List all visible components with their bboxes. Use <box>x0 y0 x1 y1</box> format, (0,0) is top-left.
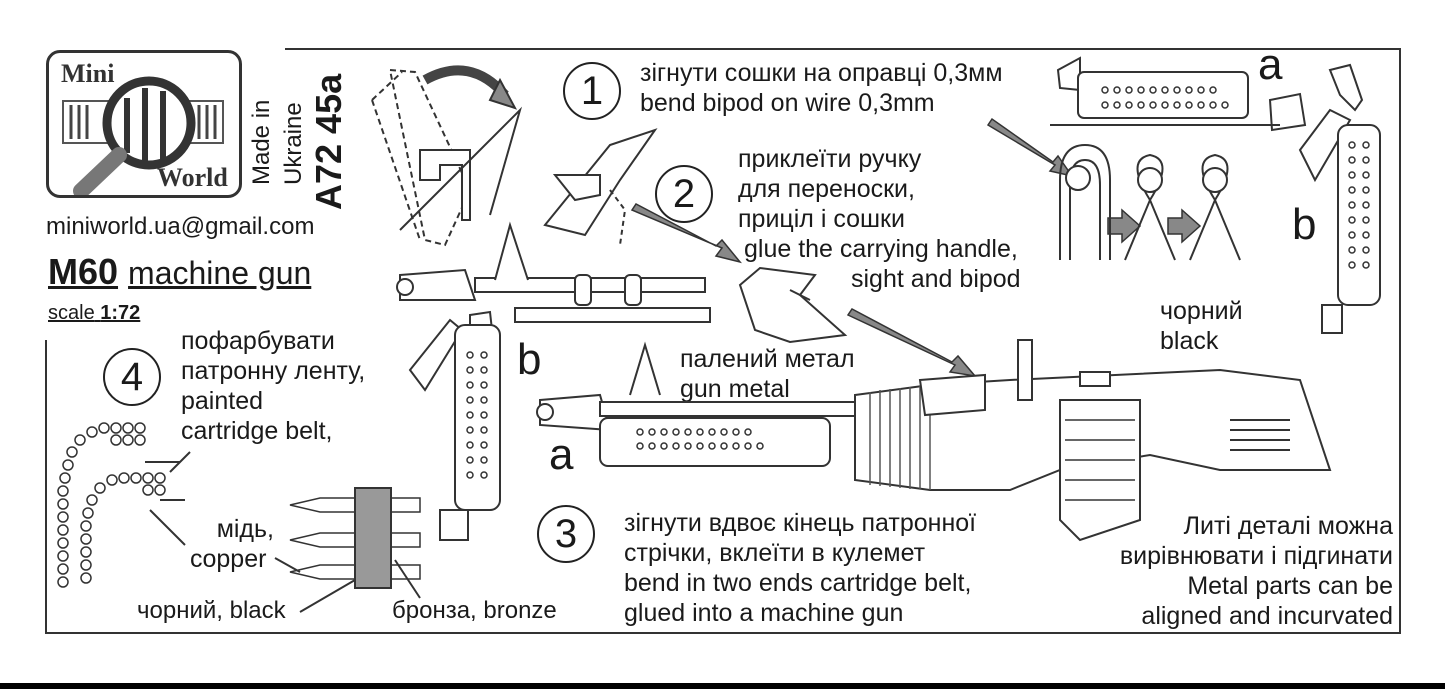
gunmetal-label: палений метал gun metal <box>680 344 855 404</box>
part-label-a-top: a <box>1258 40 1283 89</box>
email: miniworld.ua@gmail.com <box>46 213 315 240</box>
step-3-line: bend in two ends cartridge belt, <box>624 569 972 597</box>
step-2-line: glue the carrying handle, <box>744 235 1018 263</box>
step-4-text: пофарбувати патронну ленту, painted cart… <box>181 326 365 446</box>
part-label-b-center: b <box>517 335 542 384</box>
gunmetal-line: палений метал <box>680 345 855 373</box>
bronze-label: бронза, bronze <box>392 597 557 624</box>
step-4-line: painted <box>181 387 264 415</box>
logo-word-mini: Mini <box>61 59 115 88</box>
copper-line: мідь, <box>216 515 274 543</box>
black-label: чорний black <box>1160 296 1243 356</box>
title-rest: machine gun <box>128 255 312 291</box>
part-label-a-center: a <box>549 430 574 479</box>
note-line: Литі деталі можна <box>1183 512 1393 540</box>
step-1-line: bend bipod on wire 0,3mm <box>640 89 935 117</box>
step-4-line: патронну ленту, <box>181 357 366 385</box>
magnifier-icon <box>62 76 224 195</box>
step-3-line: glued into a machine gun <box>624 599 904 627</box>
step-3-number: 3 <box>537 505 595 563</box>
step-3-line: стрічки, вклеїти в кулемет <box>624 539 926 567</box>
step-4-number: 4 <box>103 348 161 406</box>
part-label-b-right: b <box>1292 200 1317 249</box>
black-small-label: чорний, black <box>137 597 286 624</box>
logo-word-world: World <box>157 163 228 192</box>
step-1-line: зігнути сошки на оправці 0,3мм <box>640 59 1003 87</box>
step-3-line: зігнути вдвоє кінець патронної <box>624 509 977 537</box>
gunmetal-line: gun metal <box>680 375 790 403</box>
step-2-line: приціл і сошки <box>738 205 905 233</box>
step-3-text: зігнути вдвоє кінець патронної стрічки, … <box>624 508 976 628</box>
title-model: M60 <box>48 251 119 292</box>
note-line: aligned and incurvated <box>1141 602 1393 630</box>
copper-label: мідь, <box>210 514 274 544</box>
black-line: black <box>1160 327 1219 355</box>
page-title: M60 machine gun <box>48 250 311 295</box>
scale: scale 1:72 <box>48 300 140 326</box>
step-2-number: 2 <box>655 165 713 223</box>
step-1-number: 1 <box>563 62 621 120</box>
step-4-line: cartridge belt, <box>181 417 333 445</box>
black-line: чорний <box>1160 297 1243 325</box>
metal-note: Литі деталі можна вирівнювати і підгинат… <box>1115 511 1393 631</box>
logo: Mini World <box>46 50 242 198</box>
bottom-bar <box>0 683 1445 689</box>
note-line: Metal parts can be <box>1187 572 1393 600</box>
step-1-text: зігнути сошки на оправці 0,3мм bend bipo… <box>640 58 1003 118</box>
step-4-line: пофарбувати <box>181 327 335 355</box>
step-2-line: sight and bipod <box>851 265 1021 293</box>
scale-label: scale <box>48 302 95 324</box>
scale-value: 1:72 <box>100 302 141 324</box>
copper-line: copper <box>190 545 267 573</box>
step-2-text-ua: приклеїти ручку для переноски, приціл і … <box>738 144 921 234</box>
step-2-line: приклеїти ручку <box>738 145 922 173</box>
step-2-line: для переноски, <box>738 175 915 203</box>
note-line: вирівнювати і підгинати <box>1119 542 1393 570</box>
